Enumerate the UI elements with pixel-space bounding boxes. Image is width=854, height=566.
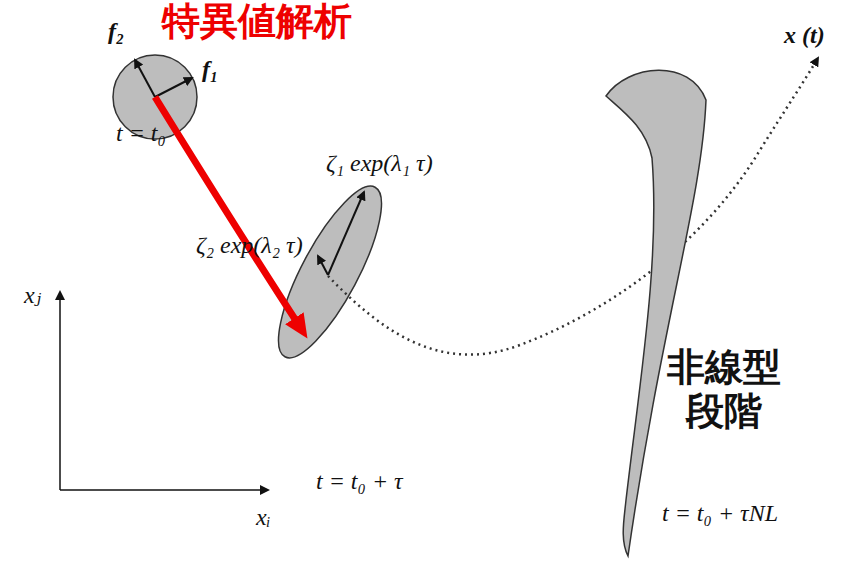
time-label: t = t₀ + τ [316, 468, 403, 496]
vector-arrow [135, 60, 155, 97]
axis-label: xᵢ [256, 504, 270, 532]
vector-label: f₂ [108, 18, 124, 46]
vector-arrow [318, 256, 328, 275]
trajectory-label: x (t) [784, 22, 825, 50]
vector-arrow [328, 192, 364, 275]
axis-growth-label: ζ₁ exp(λ₁ τ) [326, 150, 433, 178]
analysis-title: 特異値解析 [162, 0, 352, 44]
time-label: t = t₀ + τNL [662, 500, 778, 528]
deformed-volume [606, 70, 706, 556]
analysis-arrow [155, 97, 302, 330]
vector-arrow [155, 78, 192, 97]
time-label: t = t₀ [116, 120, 166, 148]
ellipsoid [260, 174, 400, 370]
trajectory-line [328, 58, 818, 355]
axis-line [60, 489, 268, 491]
vector-label: f₁ [202, 56, 218, 84]
axis-line [59, 292, 61, 490]
axis-growth-label: ζ₂ exp(λ₂ τ) [196, 232, 303, 260]
axis-label: xⱼ [24, 282, 41, 310]
stage-label: 非線型段階 [664, 346, 784, 433]
